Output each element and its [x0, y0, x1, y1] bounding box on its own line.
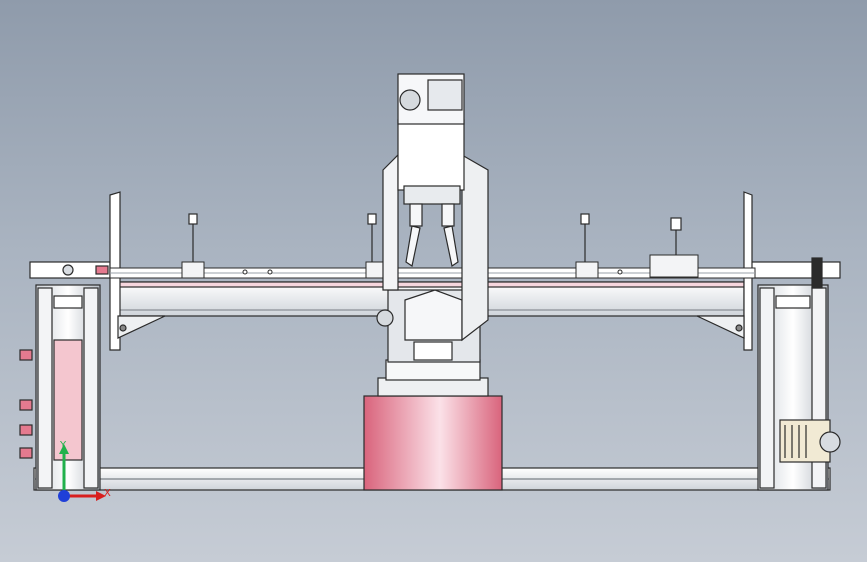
- left-clamp-4: [19, 447, 33, 459]
- coordinate-triad: [58, 444, 106, 502]
- left-support-column: [19, 261, 111, 491]
- toggle-clamps: [188, 213, 682, 262]
- left-guard-panel: [53, 339, 83, 461]
- left-clamp-3: [19, 424, 33, 436]
- robot-gripper: [405, 203, 459, 267]
- robot-turntable: [363, 359, 503, 491]
- robot-arm: [382, 73, 489, 342]
- left-clamp-1: [19, 349, 33, 361]
- right-lever: [811, 257, 823, 289]
- left-clamp-2: [19, 399, 33, 411]
- right-support-column: [749, 257, 841, 491]
- z-axis-dot: [58, 490, 70, 502]
- x-axis-label: X: [104, 488, 111, 499]
- y-axis-label: Y: [60, 440, 67, 451]
- fixture-rod: [109, 254, 756, 279]
